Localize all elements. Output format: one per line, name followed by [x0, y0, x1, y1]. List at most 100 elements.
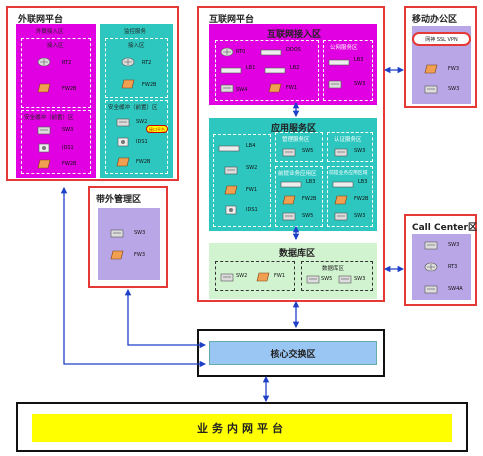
- switch-icon: [334, 147, 348, 157]
- device-label: FW2B: [142, 82, 157, 88]
- device-label: SW3: [354, 81, 366, 87]
- internet-app-sub4: 前提业务应用区域 LB3 FW2B SW3: [327, 166, 373, 227]
- internet-access-title: 互联网接入区: [267, 30, 322, 40]
- switch-icon: [110, 228, 124, 238]
- business-panel: 业务内网平台: [32, 414, 452, 442]
- internet-app-sub3-title: 前提业务应用区: [278, 171, 317, 177]
- zone-core: 核心交换区: [197, 329, 385, 377]
- loadbalancer-icon: [280, 179, 302, 189]
- link-oob-core: [124, 288, 207, 349]
- zone-internet-title: 互联网平台: [209, 15, 255, 25]
- zone-mobile: 移动办公区 网神 SSL VPN FW3 SW3: [404, 6, 477, 108]
- firewall-icon: [37, 159, 51, 169]
- external-left-access: 接入区 RT2 FW2B: [21, 38, 91, 108]
- device-label: SW5: [321, 276, 333, 282]
- external-right-title: 监控服务: [124, 29, 147, 35]
- device-label: FW2B: [136, 159, 151, 165]
- interface-platform-label: 接口平台: [149, 127, 165, 132]
- router-icon: [220, 47, 234, 57]
- internet-app-left: LB4 SW2 FW1 IDS1: [213, 134, 271, 227]
- internet-access-right-title: 公网服务区: [330, 45, 358, 51]
- loadbalancer-icon: [218, 143, 240, 153]
- switch-icon: [338, 274, 352, 284]
- zone-internet: 互联网平台 互联网接入区 RT0 DDOS LB1 LB2 SW4 FW1 公网…: [197, 6, 385, 302]
- firewall-icon: [37, 83, 51, 93]
- switch-icon: [328, 79, 342, 89]
- ssl-vpn-badge: 网神 SSL VPN: [412, 32, 471, 46]
- device-label: FW2B: [62, 86, 77, 92]
- internet-db-left: SW2 FW1: [215, 261, 295, 291]
- external-left-sec: 安全缓冲（前置）区 SW3 IDS1 FW2B: [21, 110, 91, 174]
- internet-access-right: 公网服务区 LB3 SW3: [323, 40, 373, 101]
- switch-icon: [220, 83, 234, 93]
- core-panel: 核心交换区: [209, 341, 377, 365]
- device-label: FW1: [286, 85, 298, 91]
- device-label: RT0: [236, 49, 246, 55]
- device-label: LB3: [306, 179, 316, 185]
- zone-external: 外联网平台 外联接入区 接入区 RT2 FW2B 安全缓冲（前置）区 SW3 I…: [6, 6, 179, 181]
- zone-core-title: 核心交换区: [270, 349, 316, 360]
- internet-app-sub2-title: 认证服务区: [334, 137, 362, 143]
- external-right-sec: 安全缓冲（前置）区 SW2 接口平台 IDS1 FW2B: [105, 100, 168, 174]
- zone-callcenter: Call Center区 SW3 RT3 SW4A: [404, 214, 477, 306]
- external-left-title: 外联接入区: [36, 29, 64, 35]
- device-label: SW2: [136, 119, 148, 125]
- zone-business-title: 业务内网平台: [197, 422, 287, 435]
- internet-app-sub3: 前提业务应用区 LB3 FW2B SW5: [275, 166, 323, 227]
- switch-icon: [282, 147, 296, 157]
- device-label: SW3: [448, 242, 460, 248]
- device-label: LB3: [354, 57, 364, 63]
- internet-db-right-title: 数据库区: [322, 266, 345, 272]
- zone-mobile-title: 移动办公区: [412, 15, 458, 25]
- internet-access-panel: 互联网接入区 RT0 DDOS LB1 LB2 SW4 FW1 公网服务区 LB…: [209, 24, 377, 105]
- ddos-icon: [260, 47, 282, 57]
- internet-app-panel: 应用服务区 LB4 SW2 FW1 IDS1 管理服务区 SW5 认证服务区 S…: [209, 118, 377, 231]
- switch-icon: [116, 117, 130, 127]
- ids-icon: [116, 137, 130, 147]
- ids-icon: [224, 205, 238, 215]
- device-label: DDOS: [286, 47, 301, 53]
- switch-icon: [424, 84, 438, 94]
- device-label: SW3: [134, 230, 146, 236]
- switch-icon: [224, 165, 238, 175]
- internet-app-sub1-title: 管理服务区: [282, 137, 310, 143]
- firewall-icon: [282, 195, 296, 205]
- internet-app-sub1: 管理服务区 SW5: [275, 132, 323, 162]
- router-icon: [37, 57, 51, 67]
- switch-icon: [424, 284, 438, 294]
- zone-oob-title: 带外管理区: [96, 195, 142, 205]
- device-label: RT2: [62, 60, 72, 66]
- firewall-icon: [110, 250, 124, 260]
- device-label: SW5: [302, 213, 314, 219]
- external-right-panel: 监控服务 接入区 RT2 FW2B 安全缓冲（前置）区 SW2 接口平台 IDS…: [100, 24, 173, 178]
- device-label: SW2: [236, 273, 248, 279]
- device-label: SW3: [354, 213, 366, 219]
- callcenter-panel: SW3 RT3 SW4A: [412, 234, 471, 300]
- external-right-access-title: 接入区: [128, 43, 145, 49]
- firewall-icon: [268, 83, 282, 93]
- internet-app-sub4-title: 前提业务应用区域: [329, 171, 368, 176]
- loadbalancer-icon: [220, 65, 242, 75]
- device-label: SW2: [246, 165, 258, 171]
- zone-external-title: 外联网平台: [18, 15, 64, 25]
- external-right-access: 接入区 RT2 FW2B: [105, 38, 168, 98]
- interface-platform-badge: 接口平台: [146, 125, 168, 133]
- device-label: FW1: [274, 273, 286, 279]
- switch-icon: [424, 240, 438, 250]
- switch-icon: [306, 274, 320, 284]
- firewall-icon: [224, 185, 238, 195]
- device-label: SW3: [354, 276, 366, 282]
- device-label: SW3: [448, 86, 460, 92]
- switch-icon: [334, 211, 348, 221]
- internet-db-panel: 数据库区 SW2 FW1 数据库区 SW5 SW3: [209, 243, 377, 299]
- device-label: FW3: [448, 66, 460, 72]
- device-label: SW3: [354, 148, 366, 154]
- external-left-panel: 外联接入区 接入区 RT2 FW2B 安全缓冲（前置）区 SW3 IDS1 FW…: [16, 24, 96, 178]
- device-label: FW2B: [62, 161, 77, 167]
- ids-icon: [37, 143, 51, 153]
- firewall-icon: [121, 79, 135, 89]
- loadbalancer-icon: [328, 57, 350, 67]
- device-label: LB1: [246, 65, 256, 71]
- device-label: SW3: [62, 127, 74, 133]
- device-label: SW4A: [448, 286, 463, 292]
